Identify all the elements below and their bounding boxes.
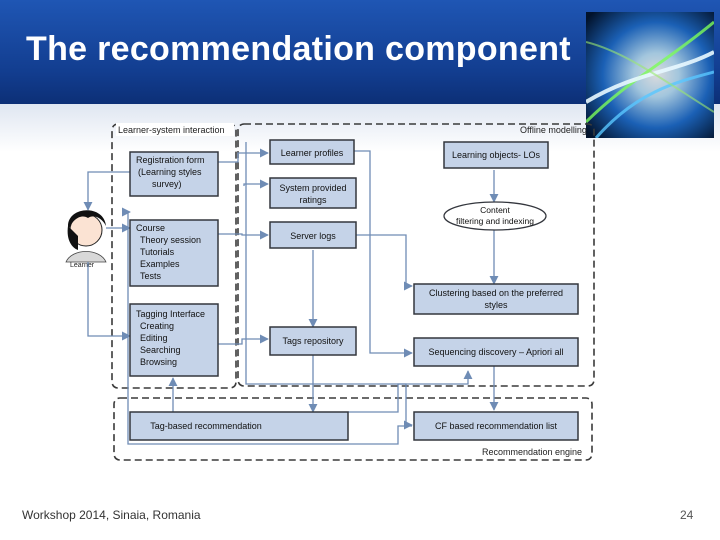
offline-region-label: Offline modelling [520,125,587,135]
system-ratings-box [269,177,357,209]
registration-line-1: Registration form [136,155,205,165]
course-line-2: Theory session [140,235,201,245]
tagging-line-2: Creating [140,321,174,331]
sequencing-label: Sequencing discovery – Apriori all [428,347,563,357]
learner-profiles-label: Learner profiles [281,148,344,158]
tag-recommendation-label: Tag-based recommendation [150,421,262,431]
server-logs-box [269,221,357,249]
cf-recommendation-label: CF based recommendation list [435,421,558,431]
tag-recommendation-box [129,411,349,441]
learner-profiles-box [269,139,355,165]
course-line-1: Course [136,223,165,233]
course-line-4: Examples [140,259,180,269]
content-filtering-line-2: filtering and indexing [456,216,534,226]
learning-objects-label: Learning objects- LOs [452,150,541,160]
recommendation-diagram: Learner-system interaction Offline model… [65,123,595,461]
clustering-box [413,283,579,315]
offline-region [237,123,595,387]
engine-region [113,397,593,461]
server-logs-label: Server logs [290,231,336,241]
slide-title: The recommendation component [26,30,571,68]
clustering-line-1: Clustering based on the preferred [429,288,563,298]
system-ratings-line-2: ratings [299,195,327,205]
content-filtering-line-1: Content [480,205,510,215]
course-line-5: Tests [140,271,162,281]
learner-label: Learner [70,262,95,269]
footer-text: Workshop 2014, Sinaia, Romania [22,508,201,522]
cf-recommendation-box [413,411,579,441]
learning-objects-box [443,141,549,169]
tagging-interface-box [129,303,219,377]
tagging-line-4: Searching [140,345,181,355]
interaction-region-label: Learner-system interaction [118,125,225,135]
registration-line-2: (Learning styles [138,167,202,177]
clustering-line-2: styles [484,300,508,310]
system-ratings-line-1: System provided [279,183,346,193]
registration-form-box [129,151,219,197]
light-swirl-image [586,12,714,138]
course-box [129,219,219,287]
tagging-line-5: Browsing [140,357,177,367]
tagging-line-1: Tagging Interface [136,309,205,319]
tags-repository-box [269,326,357,356]
engine-region-label: Recommendation engine [482,447,582,457]
course-line-3: Tutorials [140,247,175,257]
registration-line-3: survey) [152,179,182,189]
learner-icon [65,210,107,263]
tags-repository-label: Tags repository [282,336,344,346]
content-filtering-node [443,201,547,231]
sequencing-box [413,337,579,367]
tagging-line-3: Editing [140,333,168,343]
page-number: 24 [680,508,694,522]
